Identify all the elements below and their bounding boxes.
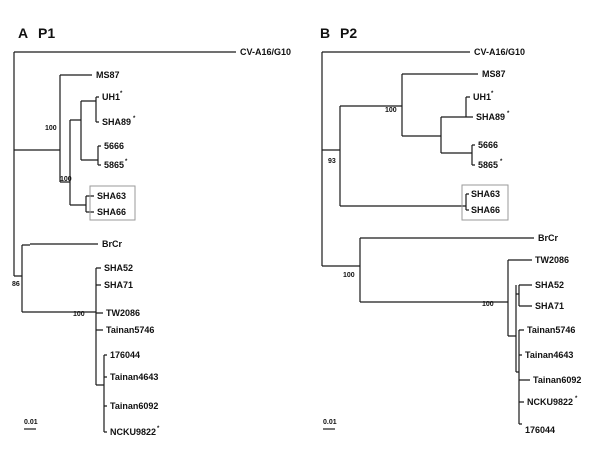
tree-branch [322, 238, 361, 302]
asterisk-mark: * [157, 426, 160, 432]
panel-b: B P2 CV-A16/G10 [320, 25, 581, 435]
bootstrap-value: 93 [328, 158, 336, 165]
highlight-box-sha63-sha66 [461, 184, 509, 221]
panel-a-title: P1 [38, 25, 55, 41]
leaf-label: NCKU9822 [110, 427, 156, 437]
bootstrap-value: 100 [482, 301, 494, 308]
leaf-label: Tainan5746 [527, 325, 575, 335]
tree-branch [14, 75, 61, 182]
tree-branch [14, 245, 23, 312]
tree-branch [441, 96, 473, 118]
tree-branch [441, 144, 475, 166]
bootstrap-value: 100 [45, 125, 57, 132]
asterisk-mark: * [507, 111, 510, 117]
bootstrap-value: 100 [73, 311, 85, 318]
leaf-label: Tainan5746 [106, 325, 154, 335]
panel-a-letter: A [18, 25, 28, 41]
asterisk-mark: * [125, 159, 128, 165]
panel-b-leaf-labels: CV-A16/G10 MS87 UH1 SHA89 5666 5865 SHA6… [471, 47, 581, 435]
leaf-label: NCKU9822 [527, 397, 573, 407]
leaf-label: UH1 [102, 92, 120, 102]
scale-bar-label: 0.01 [323, 419, 337, 426]
leaf-label: SHA66 [97, 207, 126, 217]
tree-branch [516, 330, 520, 424]
tree-branch [104, 354, 107, 433]
tree-branch [81, 96, 99, 123]
tree-branch [60, 120, 71, 205]
leaf-label: 176044 [525, 425, 555, 435]
leaf-label: SHA71 [104, 280, 133, 290]
tree-branch [340, 193, 469, 211]
leaf-label: 5865 [478, 160, 498, 170]
tree-branch [96, 355, 105, 432]
panel-a-leaf-labels: CV-A16/G10 MS87 UH1 SHA89 5666 5865 SHA6… [96, 47, 291, 437]
tree-branch [360, 260, 509, 336]
panel-a-tree [13, 51, 236, 433]
tree-branch [340, 74, 403, 136]
panel-b-tree [321, 51, 534, 425]
leaf-label: SHA89 [476, 112, 505, 122]
leaf-label: 5666 [478, 140, 498, 150]
leaf-label: SHA52 [535, 280, 564, 290]
tree-branch [22, 243, 98, 246]
panel-b-scale-bar: 0.01 [323, 419, 337, 430]
leaf-label: Tainan4643 [110, 372, 158, 382]
scale-bar-label: 0.01 [24, 419, 38, 426]
tree-branch [402, 117, 442, 153]
bootstrap-value: 100 [60, 176, 72, 183]
panel-a: A P1 [12, 25, 291, 437]
leaf-label: SHA63 [97, 191, 126, 201]
panel-a-asterisks: * * * * [120, 91, 160, 432]
panel-b-bootstrap-values: 100 93 100 100 [328, 107, 494, 308]
leaf-label: 5865 [104, 160, 124, 170]
leaf-label: 5666 [104, 141, 124, 151]
leaf-label: CV-A16/G10 [474, 47, 525, 57]
leaf-label: Tainan6092 [533, 375, 581, 385]
tree-branch [70, 101, 82, 160]
tree-branch [81, 145, 101, 166]
asterisk-mark: * [120, 91, 123, 97]
panel-a-scale-bar: 0.01 [24, 419, 38, 430]
asterisk-mark: * [575, 396, 578, 402]
leaf-label: SHA89 [102, 117, 131, 127]
tree-branch [322, 106, 341, 206]
leaf-label: Tainan6092 [110, 401, 158, 411]
panel-b-title: P2 [340, 25, 357, 41]
leaf-label: SHA52 [104, 263, 133, 273]
tree-branch [516, 284, 532, 307]
tree-branch [96, 312, 103, 331]
tree-branch [70, 195, 94, 213]
panel-a-bootstrap-values: 100 100 86 100 [12, 125, 85, 318]
tree-branch [519, 329, 530, 425]
panel-b-letter: B [320, 25, 330, 41]
leaf-label: Tainan4643 [525, 350, 573, 360]
bootstrap-value: 100 [385, 107, 397, 114]
leaf-label: BrCr [538, 233, 559, 243]
tree-branch [508, 285, 517, 372]
leaf-label: SHA66 [471, 205, 500, 215]
leaf-label: MS87 [482, 69, 506, 79]
panel-b-asterisks: * * * * [491, 91, 578, 402]
leaf-label: CV-A16/G10 [240, 47, 291, 57]
leaf-label: TW2086 [535, 255, 569, 265]
leaf-label: 176044 [110, 350, 140, 360]
asterisk-mark: * [133, 116, 136, 122]
leaf-label: MS87 [96, 70, 120, 80]
bootstrap-value: 86 [12, 281, 20, 288]
tree-branch [96, 267, 101, 286]
leaf-label: SHA71 [535, 301, 564, 311]
asterisk-mark: * [500, 159, 503, 165]
asterisk-mark: * [491, 91, 494, 97]
tree-branch [22, 268, 97, 385]
bootstrap-value: 100 [343, 272, 355, 279]
leaf-label: SHA63 [471, 189, 500, 199]
leaf-label: BrCr [102, 239, 123, 249]
highlight-box-sha63-sha66 [89, 185, 136, 221]
leaf-label: TW2086 [106, 308, 140, 318]
leaf-label: UH1 [473, 92, 491, 102]
